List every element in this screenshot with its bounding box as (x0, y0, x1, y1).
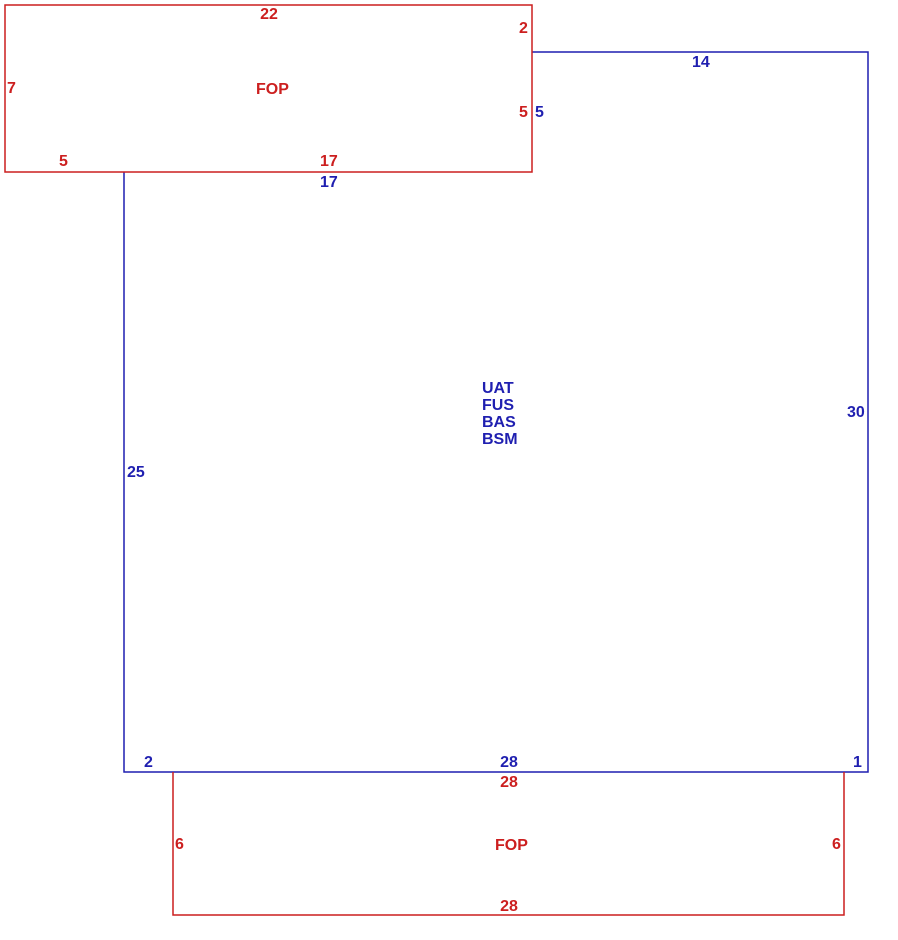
area-code-list: UAT FUS BAS BSM (482, 380, 518, 448)
fop-top-label: FOP (256, 81, 289, 98)
main-dim-bottom-left-corner: 2 (144, 754, 153, 771)
fop-top-dim-bottom-left: 5 (59, 153, 68, 170)
fop-bottom-dim-top: 28 (500, 774, 518, 791)
main-area-outline[interactable] (123, 51, 869, 773)
main-dim-right: 30 (847, 404, 865, 421)
fop-bottom-dim-left: 6 (175, 836, 184, 853)
fop-top-dim-top: 22 (260, 6, 278, 23)
main-dim-bottom: 28 (500, 754, 518, 771)
main-dim-left: 25 (127, 464, 145, 481)
area-code: BAS (482, 414, 516, 431)
area-code: FUS (482, 397, 514, 414)
fop-top-dim-left: 7 (7, 80, 16, 97)
fop-top-outline[interactable] (4, 4, 533, 173)
fop-bottom-dim-right: 6 (832, 836, 841, 853)
fop-bottom-outline[interactable] (172, 772, 845, 916)
main-dim-top-right: 14 (692, 54, 710, 71)
fop-bottom-label: FOP (495, 837, 528, 854)
fop-top-dim-bottom-right: 17 (320, 153, 338, 170)
main-dim-bottom-right-corner: 1 (853, 754, 862, 771)
fop-top-dim-right-upper: 2 (519, 20, 528, 37)
area-code: BSM (482, 431, 518, 448)
fop-top-dim-right-lower: 5 (519, 104, 528, 121)
fop-bottom-dim-bottom: 28 (500, 898, 518, 915)
main-dim-right-step: 5 (535, 104, 544, 121)
area-code: UAT (482, 380, 514, 397)
main-dim-top-left: 17 (320, 174, 338, 191)
